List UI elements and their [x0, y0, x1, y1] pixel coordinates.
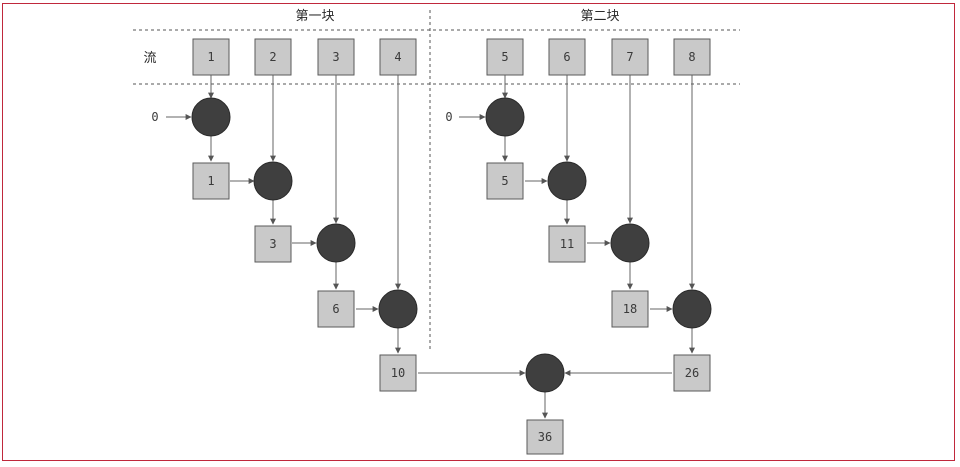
- add-operator-node-final: [525, 353, 565, 393]
- svg-text:36: 36: [538, 430, 552, 444]
- final-result-box: 36: [526, 419, 564, 455]
- svg-text:18: 18: [623, 302, 637, 316]
- add-operator-node: [547, 161, 587, 201]
- svg-text:5: 5: [501, 174, 508, 188]
- partial-sum-box: 10: [379, 354, 417, 392]
- svg-text:2: 2: [269, 50, 276, 64]
- svg-text:7: 7: [626, 50, 633, 64]
- partial-sum-box: 26: [673, 354, 711, 392]
- partial-sum-box: 11: [548, 225, 586, 263]
- partial-sum-box: 6: [317, 290, 355, 328]
- initial-zero-block1: 0: [151, 110, 158, 124]
- svg-text:1: 1: [207, 50, 214, 64]
- svg-text:3: 3: [332, 50, 339, 64]
- partial-sum-box: 1: [192, 162, 230, 200]
- svg-text:26: 26: [685, 366, 699, 380]
- svg-text:6: 6: [563, 50, 570, 64]
- partial-sum-box: 3: [254, 225, 292, 263]
- stream-item-1: 1: [192, 38, 230, 76]
- svg-text:6: 6: [332, 302, 339, 316]
- add-operator-node: [610, 223, 650, 263]
- block2-header: 第二块: [580, 9, 619, 24]
- stream-item-2: 2: [254, 38, 292, 76]
- diagram-frame: [2, 3, 955, 461]
- add-operator-node: [672, 289, 712, 329]
- add-operator-node: [316, 223, 356, 263]
- svg-text:5: 5: [501, 50, 508, 64]
- svg-text:4: 4: [394, 50, 401, 64]
- stream-item-8: 8: [673, 38, 711, 76]
- stream-item-5: 5: [486, 38, 524, 76]
- initial-zero-block2: 0: [445, 110, 452, 124]
- stream-label: 流: [143, 51, 156, 66]
- stream-item-4: 4: [379, 38, 417, 76]
- stream-item-3: 3: [317, 38, 355, 76]
- add-operator-node: [191, 97, 231, 137]
- svg-text:3: 3: [269, 237, 276, 251]
- svg-text:1: 1: [207, 174, 214, 188]
- stream-item-6: 6: [548, 38, 586, 76]
- block1-header: 第一块: [295, 9, 334, 24]
- stream-item-7: 7: [611, 38, 649, 76]
- add-operator-node: [485, 97, 525, 137]
- partial-sum-box: 5: [486, 162, 524, 200]
- svg-text:10: 10: [391, 366, 405, 380]
- svg-text:11: 11: [560, 237, 574, 251]
- add-operator-node: [378, 289, 418, 329]
- partial-sum-box: 18: [611, 290, 649, 328]
- svg-text:8: 8: [688, 50, 695, 64]
- add-operator-node: [253, 161, 293, 201]
